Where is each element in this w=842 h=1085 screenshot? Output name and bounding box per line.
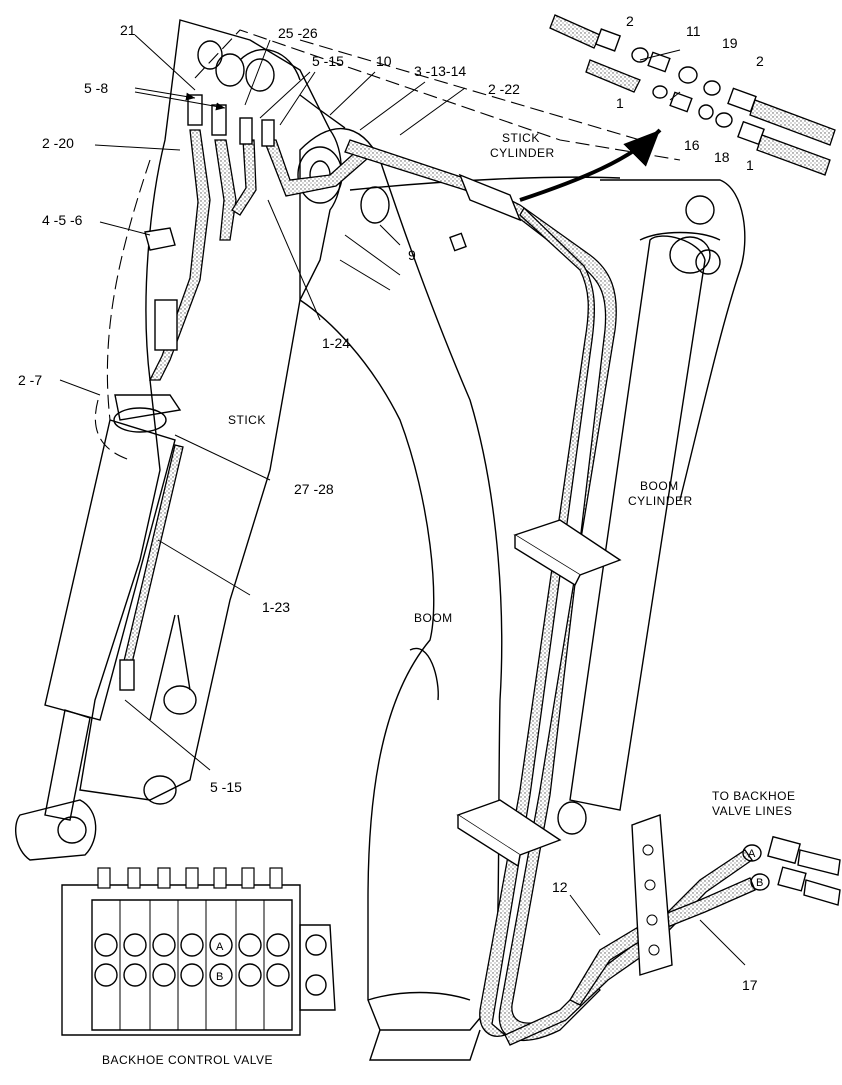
- backhoe-control-valve-label: BACKHOE CONTROL VALVE: [102, 1053, 273, 1067]
- callout-25-26: 25 -26: [278, 25, 318, 41]
- valve-port-a: A: [216, 941, 224, 953]
- backhoe-control-valve: [61, 867, 336, 1036]
- callout-5-8: 5 -8: [84, 80, 108, 96]
- boom-cylinder-label-2: CYLINDER: [628, 494, 693, 508]
- inset-callout-16: 16: [684, 137, 700, 153]
- inset-callout-1a: 1: [616, 95, 624, 111]
- inset-callout-19: 19: [722, 35, 738, 51]
- to-backhoe-label-1: TO BACKHOE: [712, 789, 795, 803]
- callout-2-7: 2 -7: [18, 372, 42, 388]
- inset-callout-1b: 1: [746, 157, 754, 173]
- inset-callout-2a: 2: [626, 13, 634, 29]
- boom-cylinder-label-1: BOOM: [640, 479, 679, 493]
- inset-callouts: 2 11 19 2 1 16 18 1: [616, 13, 764, 173]
- hoses: [119, 129, 756, 1046]
- callout-27-28: 27 -28: [294, 481, 334, 497]
- callout-arrow: [519, 128, 662, 202]
- callout-4-5-6: 4 -5 -6: [42, 212, 83, 228]
- callout-1-23: 1-23: [262, 599, 290, 615]
- leader-lines: [59, 34, 746, 966]
- callout-10: 10: [376, 53, 392, 69]
- callout-12: 12: [552, 879, 568, 895]
- callout-numbers: 21 25 -26 5 -15 10 3 -13-14 2 -22 5 -8 2…: [18, 22, 758, 993]
- callout-1-24: 1-24: [322, 335, 350, 351]
- phantom-lines: [94, 29, 681, 461]
- port-markers: A B A B: [216, 835, 841, 983]
- inset-callout-11: 11: [686, 23, 701, 39]
- boom-cylinder: [557, 195, 721, 835]
- callout-17: 17: [742, 977, 758, 993]
- to-backhoe-label-2: VALVE LINES: [712, 804, 792, 818]
- boom-structure: [299, 127, 746, 1061]
- callout-2-22: 2 -22: [488, 81, 520, 97]
- stick-cylinder-label-2: CYLINDER: [490, 146, 555, 160]
- callout-5-15-bottom: 5 -15: [210, 779, 242, 795]
- callout-3-13-14: 3 -13-14: [414, 63, 466, 79]
- inset-callout-18: 18: [714, 149, 730, 165]
- component-labels: STICK CYLINDER STICK BOOM BOOM CYLINDER …: [102, 131, 795, 1067]
- mounting-plate: [631, 814, 673, 976]
- line-port-a: A: [748, 848, 756, 860]
- callout-2-20: 2 -20: [42, 135, 74, 151]
- hose-clamps: [456, 519, 622, 868]
- stick-cylinder: [14, 394, 182, 861]
- boom-label: BOOM: [414, 611, 453, 625]
- callout-21: 21: [120, 22, 136, 38]
- stick-label: STICK: [228, 413, 266, 427]
- callout-9: 9: [408, 247, 416, 263]
- callout-5-15-top: 5 -15: [312, 53, 344, 69]
- line-port-b: B: [756, 877, 763, 889]
- inset-callout-2b: 2: [756, 53, 764, 69]
- stick-cylinder-label-1: STICK: [502, 131, 540, 145]
- fitting-inset: [549, 14, 836, 176]
- valve-port-b: B: [216, 971, 223, 983]
